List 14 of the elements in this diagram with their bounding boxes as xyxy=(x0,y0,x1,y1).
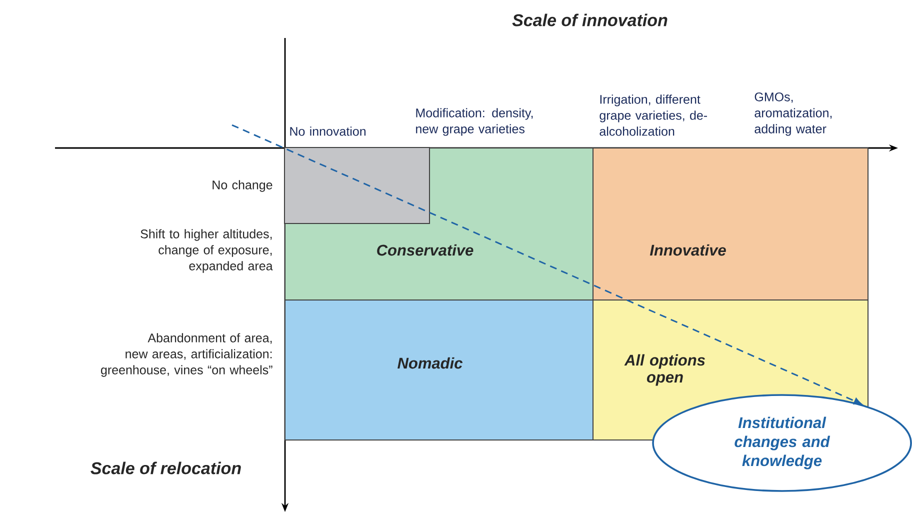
oval-callout: Institutional changes and knowledge xyxy=(652,394,912,492)
row-heading: No change xyxy=(212,180,272,192)
dashed-arrow xyxy=(232,124,862,405)
column-heading: GMOs, aromatization, adding water xyxy=(754,92,832,136)
column-heading: Irrigation, different grape varieties, de-alcoholization xyxy=(600,94,708,136)
corner-box xyxy=(284,147,430,224)
quadrant-cell: Nomadic xyxy=(284,300,594,440)
axis-title: Scale of relocation xyxy=(90,462,241,474)
row-heading: Shift to higher altitudes, change of exposure, expanded area xyxy=(140,229,273,273)
quadrant-cell: Innovative xyxy=(592,148,868,300)
column-heading: Modification: density, new grape varieties xyxy=(416,108,533,136)
column-heading: No innovation xyxy=(290,126,366,136)
row-heading: Abandonment of area, new areas, artificialization: greenhouse, vines “on wheels” xyxy=(101,333,272,377)
axis-title: Scale of innovation xyxy=(512,14,668,26)
